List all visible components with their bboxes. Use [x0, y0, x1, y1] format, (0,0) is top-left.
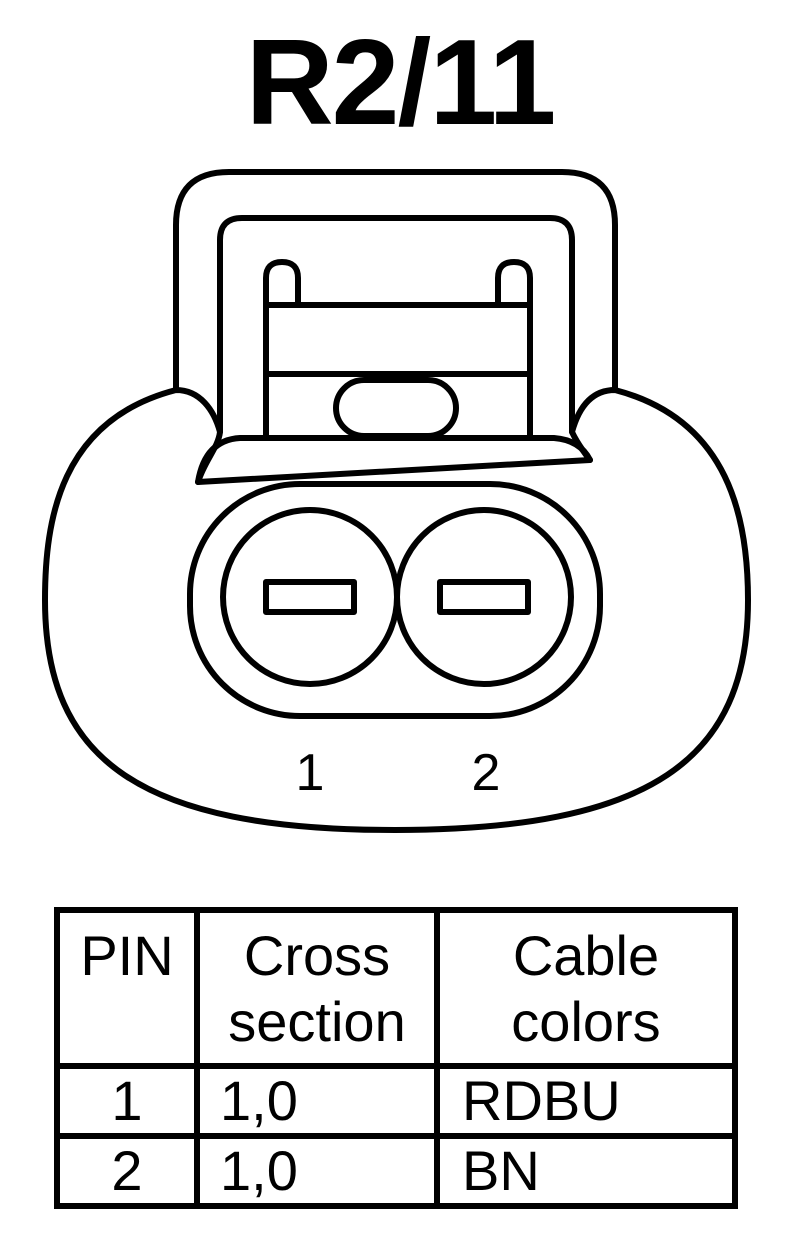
table-row: 2 1,0 BN — [54, 1133, 738, 1209]
row-2-pin: 2 — [54, 1133, 200, 1209]
latch-tab-right — [495, 259, 533, 313]
header-pin-label: PIN — [80, 924, 174, 987]
pin-assignment-table: PIN Cross section Cable colors 1 1,0 RDB… — [54, 907, 738, 1209]
row-1-pin: 1 — [54, 1063, 200, 1139]
table-header-row: PIN Cross section Cable colors — [54, 907, 738, 1069]
row-2-cross-section: 1,0 — [194, 1133, 440, 1209]
table-row: 1 1,0 RDBU — [54, 1063, 738, 1139]
connector-diagram: 1 2 — [42, 169, 751, 833]
header-cross-section: Cross section — [194, 907, 440, 1069]
header-cable-line1: Cable — [512, 924, 660, 987]
pin-1-contact — [263, 579, 357, 615]
row-2-cable-color: BN — [434, 1133, 738, 1209]
row-1-cross-section: 1,0 — [194, 1063, 440, 1139]
header-cross-line1: Cross — [243, 924, 391, 987]
latch-tab-left — [263, 259, 301, 313]
pin-label-1: 1 — [296, 744, 325, 802]
header-pin: PIN — [54, 907, 200, 1069]
pin-2-contact — [437, 579, 531, 615]
latch-frame-inner — [217, 215, 575, 435]
header-cross-line2: section — [228, 990, 406, 1053]
header-cable-line2: colors — [511, 990, 661, 1053]
connector-title: R2/11 — [245, 14, 557, 150]
release-button — [333, 377, 459, 439]
header-cable-colors: Cable colors — [434, 907, 738, 1069]
pin-label-2: 2 — [472, 744, 501, 802]
latch-frame-outer — [173, 169, 618, 393]
pin-cavity — [187, 481, 603, 719]
pin-1-circle — [220, 507, 400, 687]
pin-2-circle — [394, 507, 574, 687]
row-1-cable-color: RDBU — [434, 1063, 738, 1139]
housing-shoulder — [195, 435, 593, 485]
